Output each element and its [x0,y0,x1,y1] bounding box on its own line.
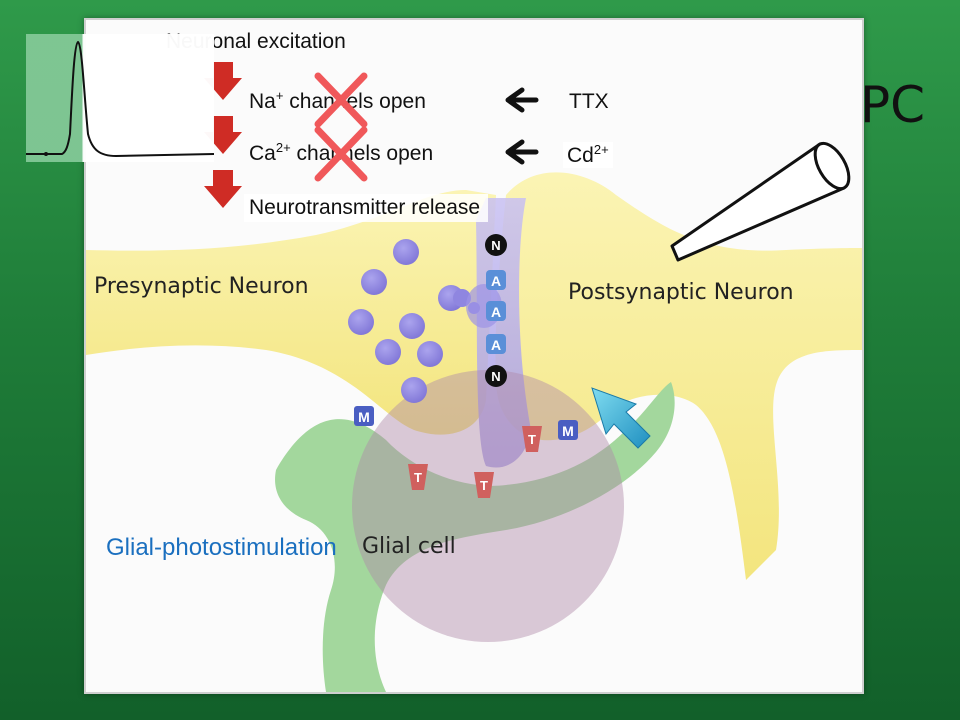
step-arrow-down-icon [204,170,242,208]
na-text: channels open [283,90,426,113]
photostimulation-spot [352,370,624,642]
vesicle [348,309,374,335]
ampa-receptor-label: A [491,273,501,289]
transporter-label: T [528,432,536,447]
vesicle [401,377,427,403]
presynaptic-label: Presynaptic Neuron [94,274,309,299]
patch-pipette-icon [670,141,851,262]
nmda-receptor-label: N [491,369,500,384]
ttx-label: TTX [569,90,609,113]
ampa-receptor-1: A [486,270,506,290]
postsynaptic-label: Postsynaptic Neuron [568,280,794,305]
ampa-receptor-label: A [491,337,501,353]
trace-graph [26,40,215,158]
pc-label: PC [860,76,926,134]
vesicles [348,239,480,403]
transporter-label: T [480,478,488,493]
glial-cell-label: Glial cell [362,534,456,559]
na-ion: Na [249,90,276,113]
glial-photostimulation-label: Glial-photostimulation [106,534,337,561]
postsynaptic-neuron-shape [495,172,862,580]
transporter-label: T [414,470,422,485]
transporter-1: T [408,464,428,490]
nmda-receptor-1: N [485,234,507,256]
synapse-illustration: N A A A N M M [86,62,862,692]
vesicle [361,269,387,295]
mglur-label: M [358,409,370,425]
mglur-label: M [562,423,574,439]
glial-cell-shape [275,382,675,692]
cd-charge: 2+ [593,142,609,157]
synaptic-cleft [476,198,531,468]
vesicle [417,341,443,367]
step-ca-channels: Ca2+ channels open [249,140,433,166]
step-na-channels: Na+ channels open [249,88,426,114]
vesicle [399,313,425,339]
receptor-column: N A A A N [485,234,507,387]
mglur-receptor-left: M [354,406,374,426]
block-arrow-left-icon [505,139,539,165]
ca-ion: Ca [249,142,276,165]
diagram-panel: N A A A N M M [84,18,864,694]
step-release: Neurotransmitter release [244,194,489,222]
cd-ion: Cd [567,144,594,167]
ampa-receptor-label: A [491,304,501,320]
ampa-receptor-2: A [486,301,506,321]
na-charge: + [275,88,284,103]
ca-charge: 2+ [275,140,291,155]
block-arrow-left-icon [505,87,539,113]
ca-text: channels open [290,142,434,165]
nmda-receptor-2: N [485,365,507,387]
action-potential-trace [26,34,215,162]
vesicle [393,239,419,265]
transporter-3: T [522,426,542,452]
ampa-receptor-3: A [486,334,506,354]
cd-label: Cd2+ [563,142,613,168]
photostimulation-arrow-icon [591,387,651,449]
nmda-receptor-label: N [491,238,500,253]
transporter-2: T [474,472,494,498]
mglur-receptor-right: M [558,420,578,440]
vesicle [375,339,401,365]
